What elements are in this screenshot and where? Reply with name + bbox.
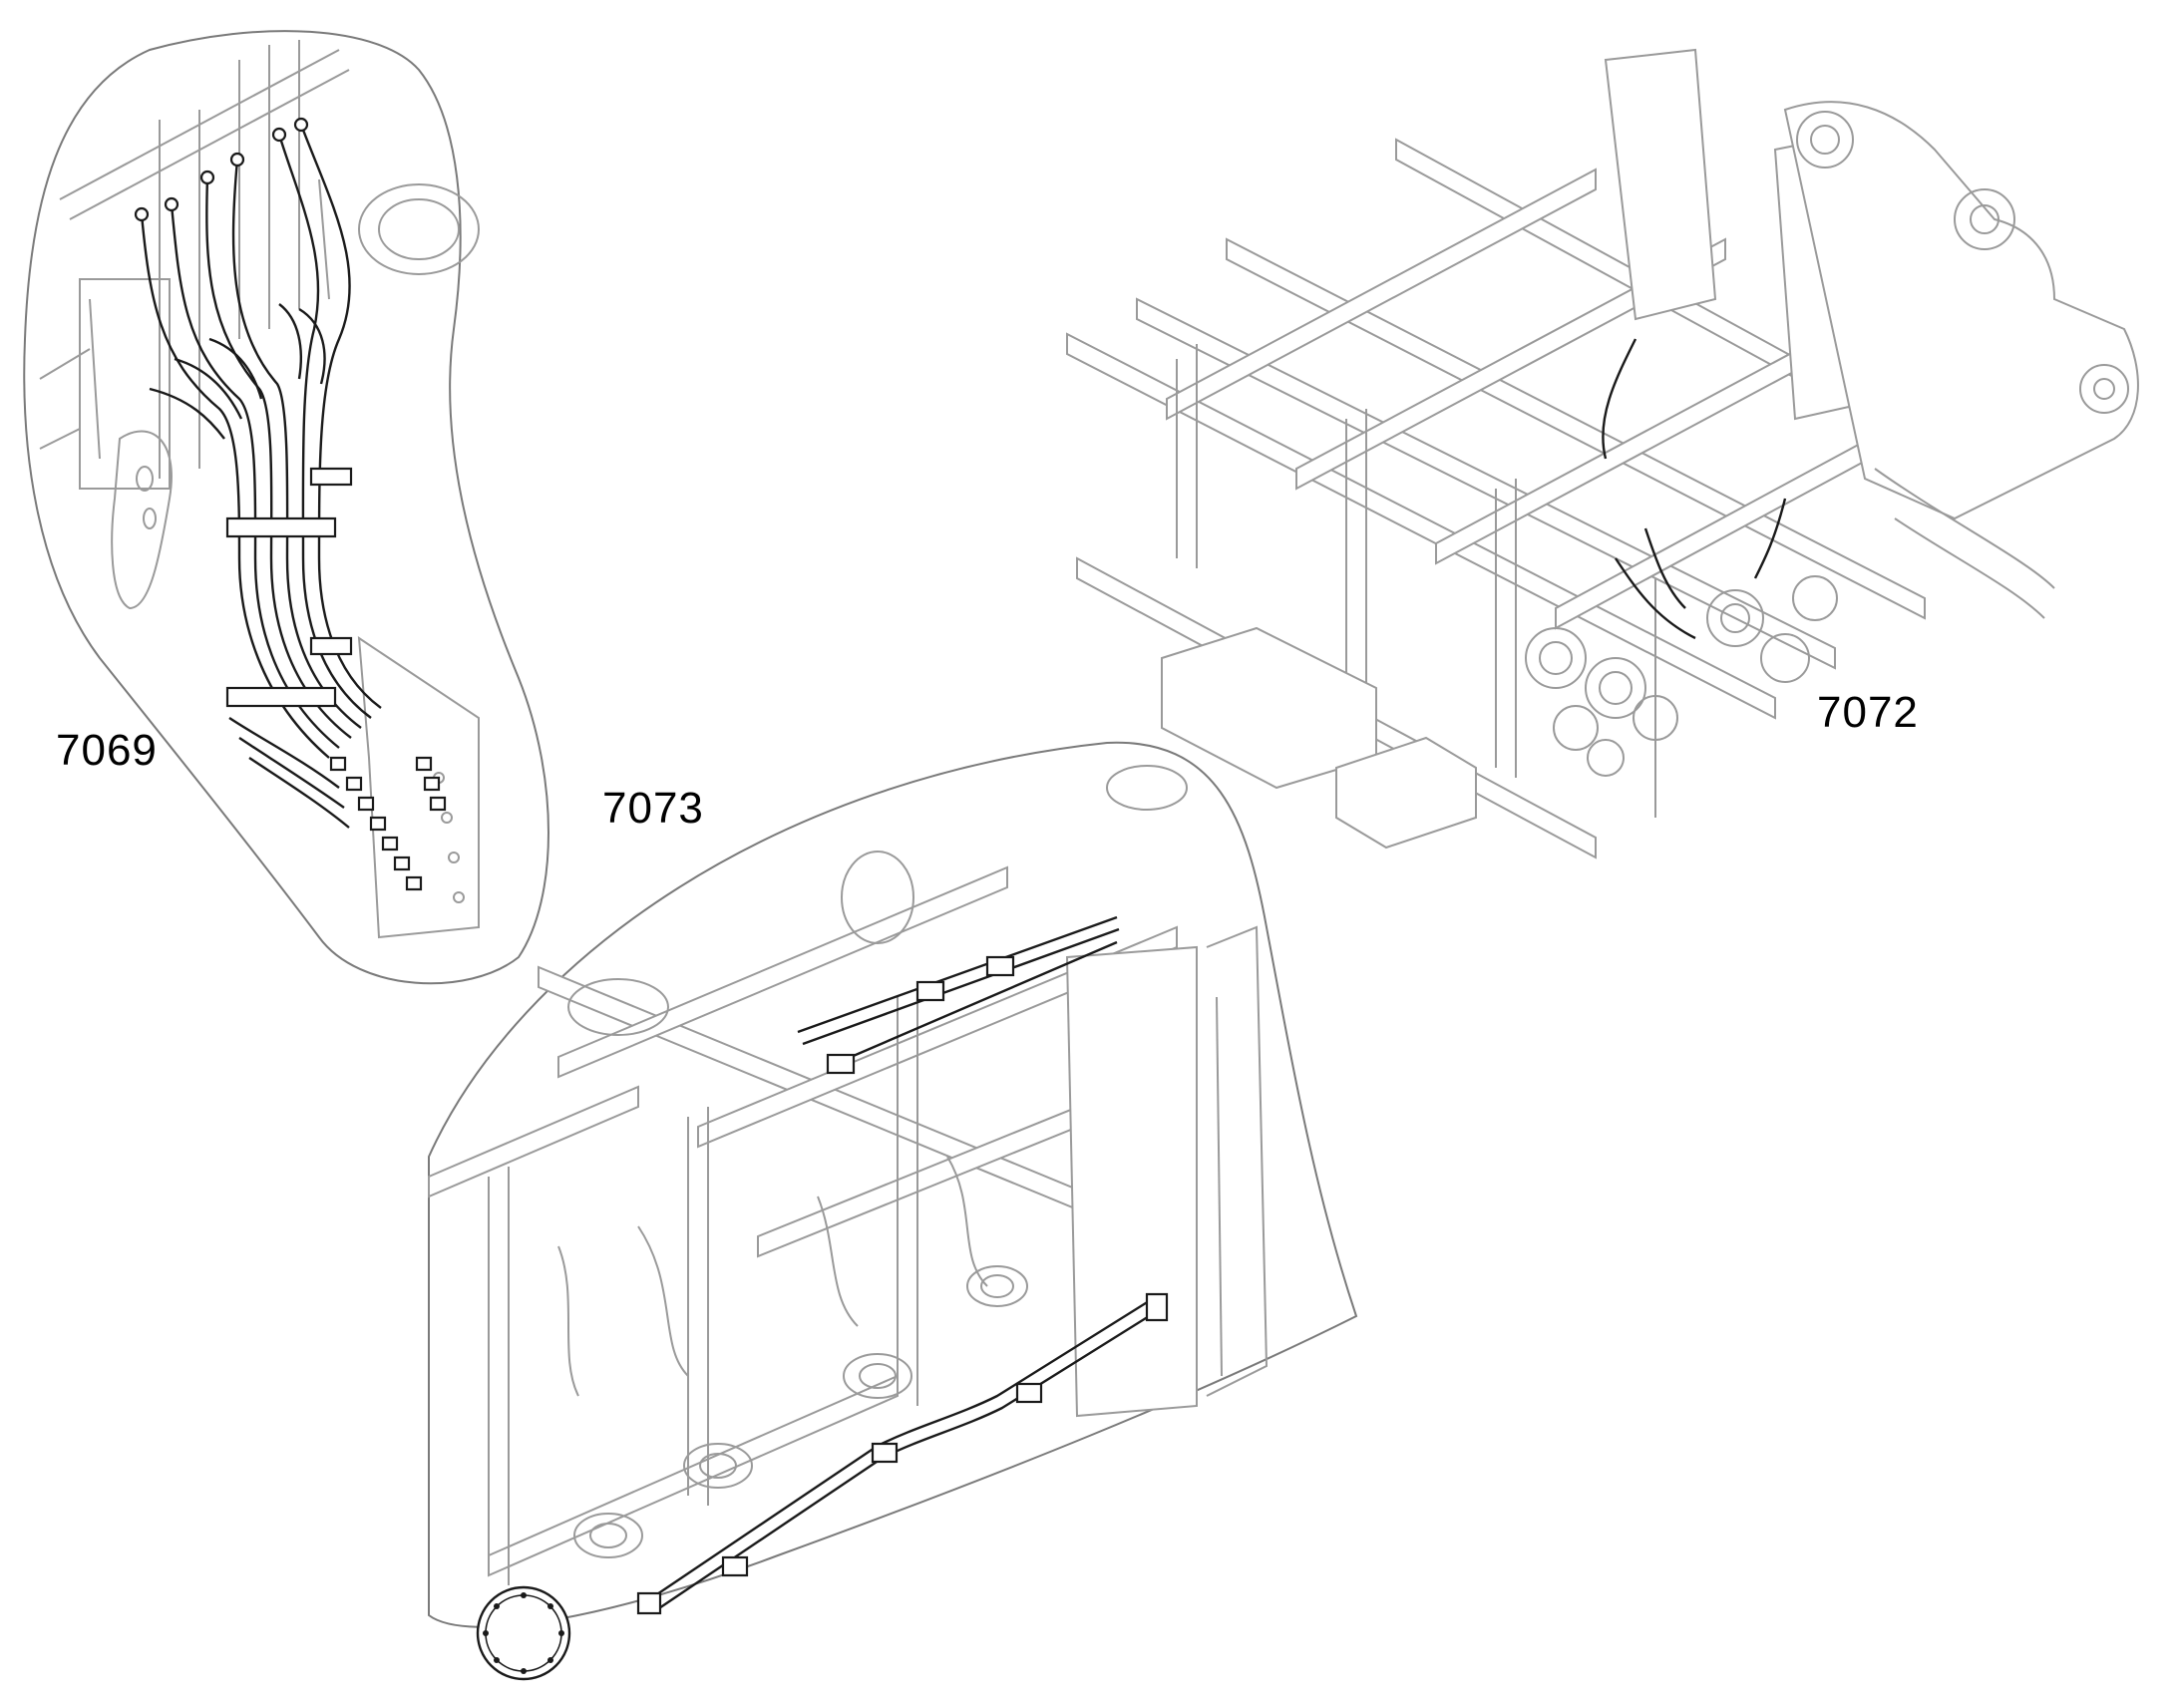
cover-plate [476,1585,571,1681]
callout-label-7072: 7072 [1817,688,1919,737]
callout-label-7069: 7069 [56,726,158,775]
detail-7069-view [23,30,549,985]
callout-label-7073: 7073 [602,784,704,833]
detail-7073-view [428,741,1358,1681]
detail-7072-view [1066,48,2139,859]
detail-7072-hoses [1602,338,1787,640]
